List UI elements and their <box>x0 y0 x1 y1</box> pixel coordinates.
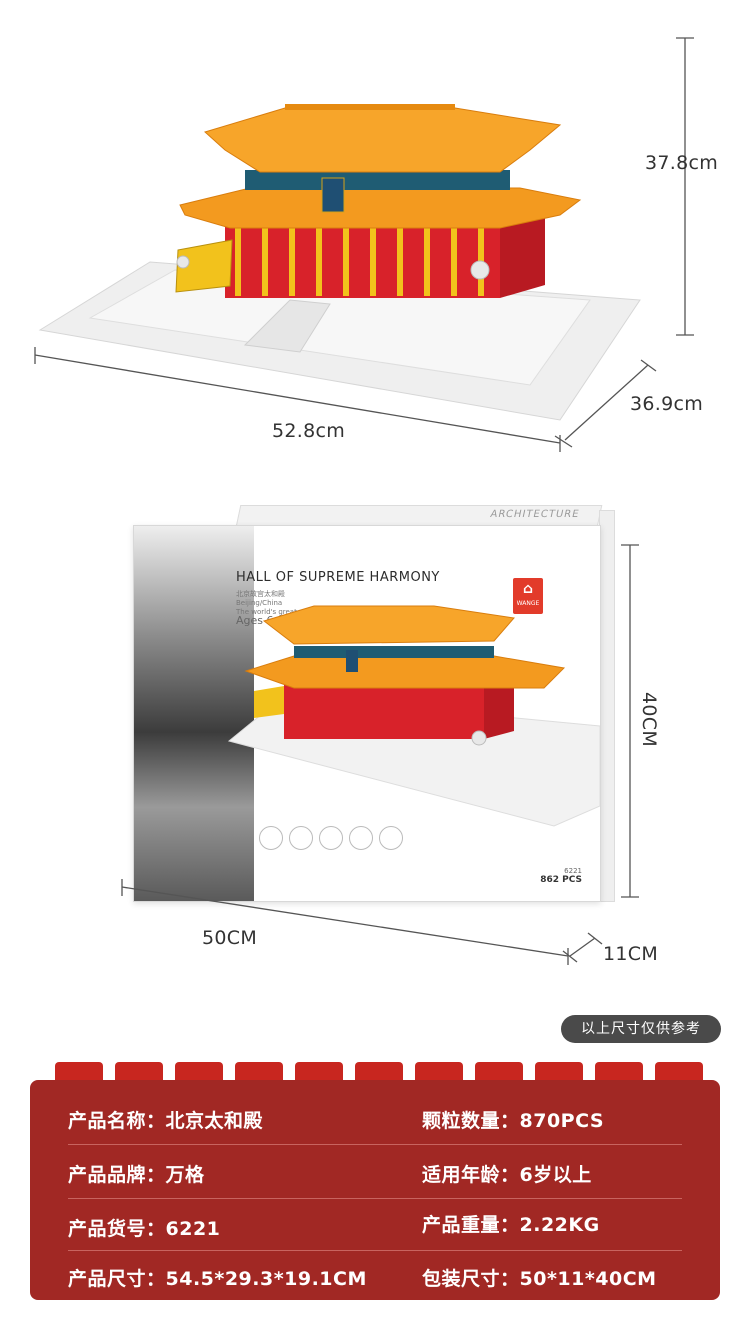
box-width-line <box>121 879 569 965</box>
brick-stud <box>115 1062 163 1082</box>
spec-divider <box>68 1198 682 1199</box>
model-plaque <box>321 177 345 213</box>
brick-stud <box>595 1062 643 1082</box>
brick-stud <box>475 1062 523 1082</box>
box-subtitle-tagline: The world's great architecture <box>236 608 342 616</box>
depth-dimension-line <box>554 359 657 448</box>
model-depth-label: 36.9cm <box>630 393 704 415</box>
brand-logo-text: WANGE <box>516 600 540 607</box>
spec-brand: 产品品牌：万格 <box>68 1164 205 1186</box>
box-model-number: 6221 <box>564 867 582 875</box>
model-lantern <box>176 255 190 269</box>
box-width-label: 50CM <box>202 927 258 949</box>
box-pieces: 862 PCS <box>540 875 582 885</box>
box-height-line <box>621 544 639 898</box>
box-dimension-lines <box>121 544 639 965</box>
spec-panel: 产品名称：北京太和殿 颗粒数量：870PCS 产品品牌：万格 适用年龄：6岁以上… <box>30 1080 720 1300</box>
box-subtitle-location: Beijing/China <box>236 599 283 607</box>
product-box: HALL OF SUPREME HARMONY 北京故宫太和殿 Beijing/… <box>133 525 601 902</box>
box-subtitle-cn: 北京故宫太和殿 <box>236 590 285 598</box>
model-ridge <box>285 104 455 110</box>
box-bw-photo <box>134 526 254 901</box>
spec-age: 适用年龄：6岁以上 <box>422 1164 592 1186</box>
brick-stud <box>415 1062 463 1082</box>
brick-stud <box>235 1062 283 1082</box>
reference-note: 以上尺寸仅供参考 <box>561 1015 721 1043</box>
spec-item-number: 产品货号：6221 <box>68 1218 221 1240</box>
model-upper-eave <box>245 170 510 190</box>
brick-stud <box>655 1062 703 1082</box>
model-sundial <box>470 260 490 280</box>
width-dimension-line <box>34 347 561 452</box>
model-info-sign <box>175 239 233 293</box>
spec-divider <box>68 1144 682 1145</box>
box-height-label: 40CM <box>638 692 660 748</box>
model-wall-side <box>500 208 545 298</box>
brick-stud <box>355 1062 403 1082</box>
box-code: 6221 862 PCS <box>540 867 582 885</box>
spec-package-size: 包装尺寸：50*11*40CM <box>422 1268 657 1290</box>
spec-piece-count: 颗粒数量：870PCS <box>422 1110 605 1132</box>
box-title: HALL OF SUPREME HARMONY <box>236 570 440 585</box>
badge-icon <box>379 826 403 850</box>
spec-product-size: 产品尺寸：54.5*29.3*19.1CM <box>68 1268 367 1290</box>
badge-icon <box>259 826 283 850</box>
badge-icon <box>289 826 313 850</box>
model-width-label: 52.8cm <box>272 420 346 442</box>
brick-stud <box>55 1062 103 1082</box>
spec-weight: 产品重量：2.22KG <box>422 1214 600 1236</box>
brick-stud <box>175 1062 223 1082</box>
model-height-label: 37.8cm <box>645 152 719 174</box>
badge-icon <box>349 826 373 850</box>
brand-logo-icon: ⌂ <box>522 581 534 597</box>
model-stairs <box>243 299 331 353</box>
spec-divider <box>68 1250 682 1251</box>
box-model-illustration <box>227 605 600 827</box>
spec-product-name: 产品名称：北京太和殿 <box>68 1110 264 1132</box>
height-dimension-line <box>676 37 694 336</box>
badge-icon <box>319 826 343 850</box>
box-depth-label: 11CM <box>603 943 659 965</box>
model-illustration <box>34 37 694 452</box>
brand-logo: ⌂ WANGE <box>513 578 543 614</box>
brick-stud <box>535 1062 583 1082</box>
box-depth-line <box>562 932 603 963</box>
box-subtitle: 北京故宫太和殿 Beijing/China The world's great … <box>236 590 341 617</box>
brick-stud <box>295 1062 343 1082</box>
model-terrace <box>88 269 591 386</box>
